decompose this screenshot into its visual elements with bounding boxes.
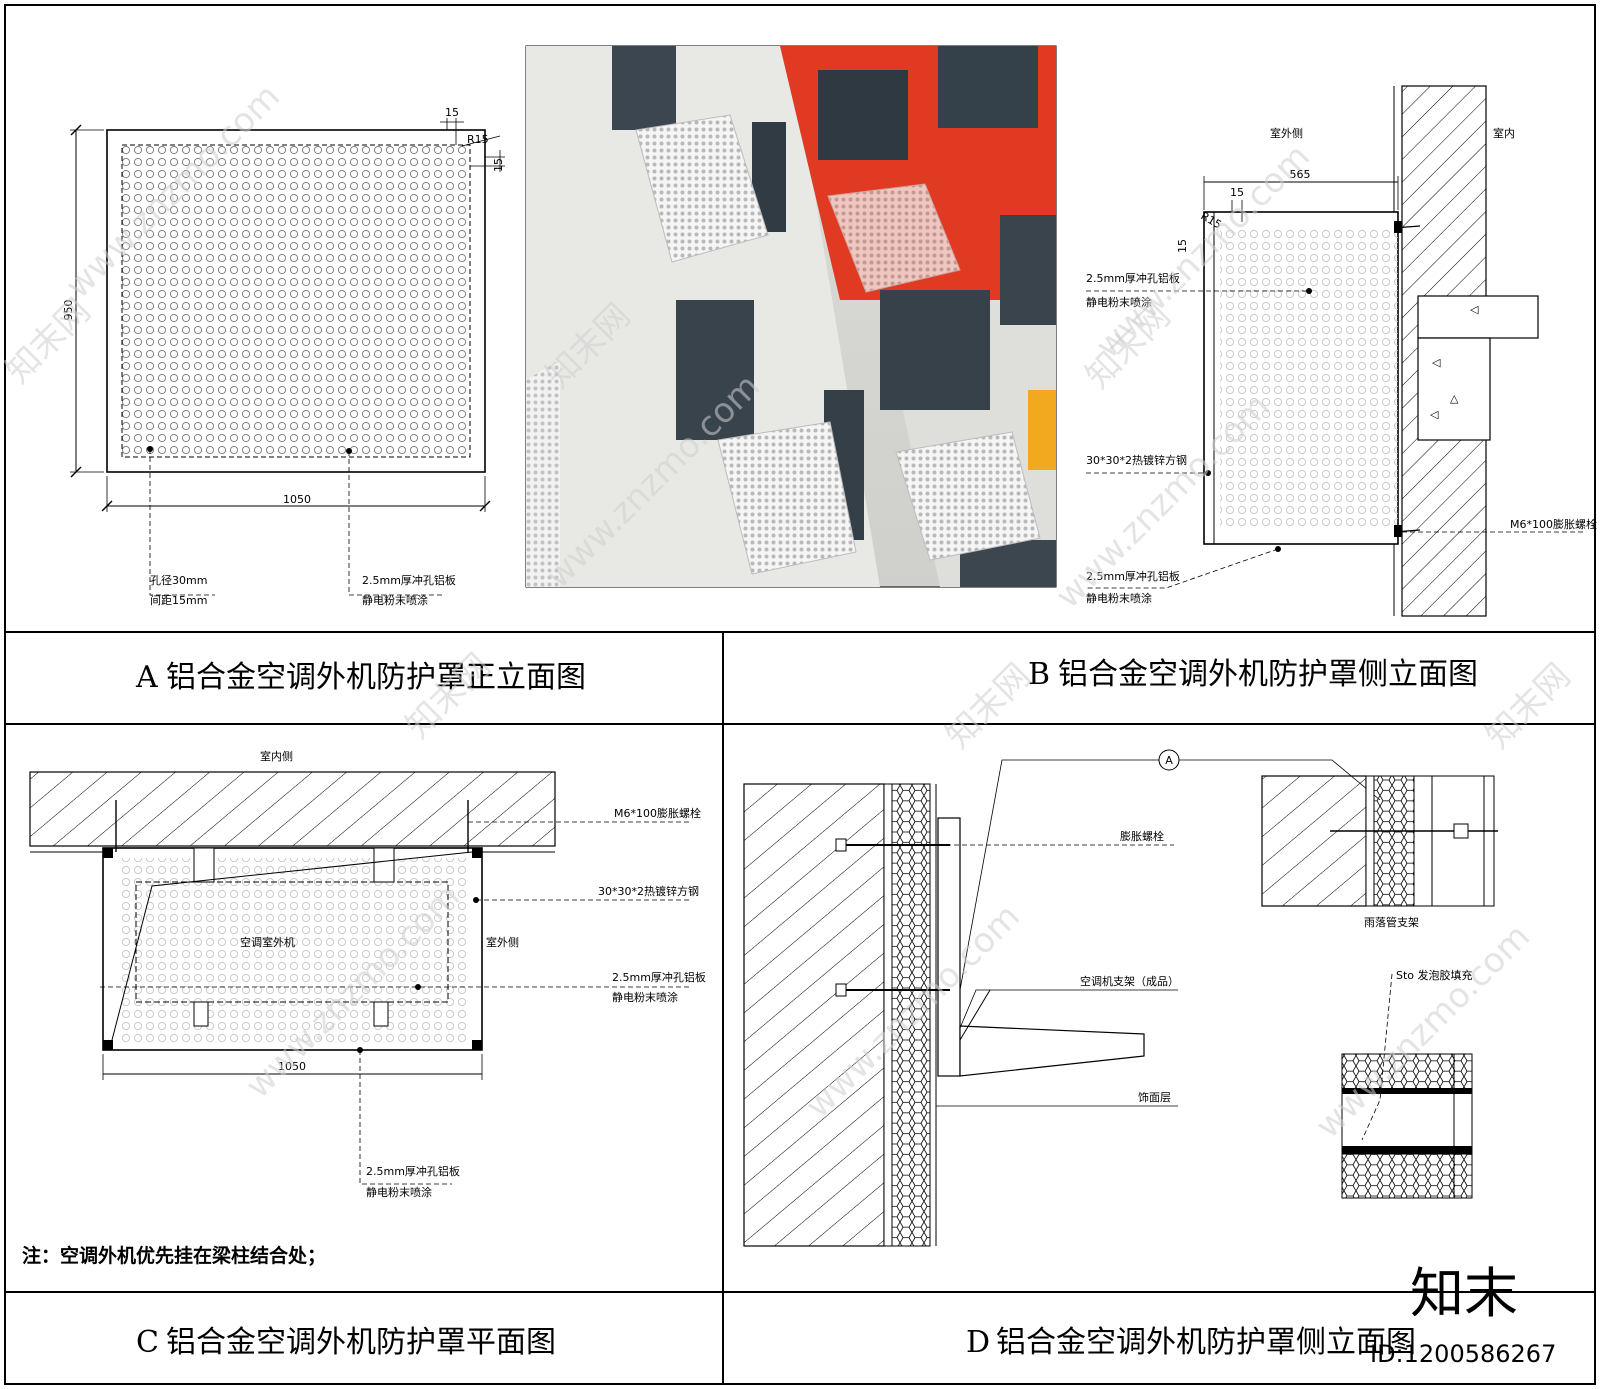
caption-a: 铝合金空调外机防护罩正立面图 xyxy=(166,660,586,695)
panel-c-plan: 室内侧 空调室外机 室外侧 M6*100膨胀螺栓 30*30*2热镀锌方钢 2.… xyxy=(22,749,706,1267)
reference-photo xyxy=(525,45,1057,588)
watermark-brand-5: 知末网 xyxy=(938,656,1038,756)
label-b-bottom-material: 2.5mm厚冲孔铝板 xyxy=(1086,569,1180,583)
label-outdoor-side: 室外侧 xyxy=(1270,126,1303,140)
label-d-finish: 饰面层 xyxy=(1138,1090,1171,1104)
label-panel-coating: 静电粉末喷涂 xyxy=(362,593,428,607)
label-d-bracket: 空调机支架（成品） xyxy=(1080,974,1179,988)
dim-b-edge-top: 15 xyxy=(1230,186,1244,199)
label-c-steel: 30*30*2热镀锌方钢 xyxy=(598,884,699,898)
caption-d: 铝合金空调外机防护罩侧立面图 xyxy=(996,1325,1416,1360)
dim-edge-side: 15 xyxy=(492,158,505,172)
label-c-unit: 空调室外机 xyxy=(240,935,295,949)
svg-text:◁: ◁ xyxy=(1432,356,1441,369)
label-c-bottom-material: 2.5mm厚冲孔铝板 xyxy=(366,1164,460,1178)
dim-depth: 565 xyxy=(1290,168,1311,181)
note-c: 注：空调外机优先挂在梁柱结合处； xyxy=(22,1244,326,1267)
dim-radius: R15 xyxy=(467,133,489,146)
label-hole-spacing: 间距15mm xyxy=(150,594,207,607)
perforated-field xyxy=(121,144,471,458)
dim-edge-top: 15 xyxy=(445,106,459,119)
panel-b-side-elevation: ◁ ◁ △ ◁ 565 15 R15 15 室外侧 室内 2.5mm厚冲孔铝板 … xyxy=(1086,85,1597,617)
dim-c-width: 1050 xyxy=(278,1060,306,1073)
svg-text:△: △ xyxy=(1450,392,1459,405)
label-c-panel-material: 2.5mm厚冲孔铝板 xyxy=(612,970,706,984)
svg-text:◁: ◁ xyxy=(1430,408,1439,421)
panel-d-section-detail: A 膨胀螺栓 空调机支架（成品） 饰面层 雨落管支架 Sto 发泡胶填充 xyxy=(743,749,1498,1247)
caption-b: 铝合金空调外机防护罩侧立面图 xyxy=(1058,657,1478,692)
dim-width: 1050 xyxy=(283,493,311,506)
caption-b-letter: B xyxy=(1028,657,1050,692)
svg-text:◁: ◁ xyxy=(1470,303,1479,316)
caption-a-letter: A xyxy=(135,660,158,695)
dim-height: 950 xyxy=(62,300,75,321)
label-hole-diameter: 孔径30mm xyxy=(150,574,207,587)
watermark-brand-6: 知末网 xyxy=(1478,656,1578,756)
label-b-bottom-coating: 静电粉末喷涂 xyxy=(1086,591,1152,605)
label-indoor: 室内 xyxy=(1493,126,1515,140)
label-c-indoor: 室内侧 xyxy=(260,749,293,763)
caption-c: 铝合金空调外机防护罩平面图 xyxy=(166,1325,556,1360)
label-b-steel: 30*30*2热镀锌方钢 xyxy=(1086,453,1187,467)
label-b-panel-coating: 静电粉末喷涂 xyxy=(1086,295,1152,309)
label-d-foam: Sto 发泡胶填充 xyxy=(1396,968,1473,982)
label-d-bolt: 膨胀螺栓 xyxy=(1120,829,1164,843)
label-b-bolt: M6*100膨胀螺栓 xyxy=(1510,517,1597,531)
label-c-bottom-coating: 静电粉末喷涂 xyxy=(366,1185,432,1199)
watermark-brand-1: 知末网 xyxy=(0,291,98,391)
watermark-brand-3: 知末网 xyxy=(1078,296,1178,396)
cover-outline xyxy=(106,129,486,473)
label-c-bolt: M6*100膨胀螺栓 xyxy=(614,806,701,820)
dim-b-edge-side: 15 xyxy=(1176,239,1189,253)
label-c-panel-coating: 静电粉末喷涂 xyxy=(612,990,678,1004)
watermark-url-7: www.znzmo.com xyxy=(1308,916,1538,1146)
caption-d-letter: D xyxy=(966,1325,990,1360)
label-b-panel-material: 2.5mm厚冲孔铝板 xyxy=(1086,271,1180,285)
watermark-logo: 知末 xyxy=(1410,1262,1518,1325)
callout-a: A xyxy=(1165,754,1173,767)
label-panel-material: 2.5mm厚冲孔铝板 xyxy=(362,573,456,587)
label-d-drain: 雨落管支架 xyxy=(1364,915,1419,929)
panel-a-front-elevation: 950 1050 15 R15 15 孔径30mm 间距15mm 2.5mm厚冲… xyxy=(62,106,505,607)
caption-c-letter: C xyxy=(136,1325,159,1360)
label-c-outdoor: 室外侧 xyxy=(486,935,519,949)
sheet-frame xyxy=(4,4,1596,1385)
